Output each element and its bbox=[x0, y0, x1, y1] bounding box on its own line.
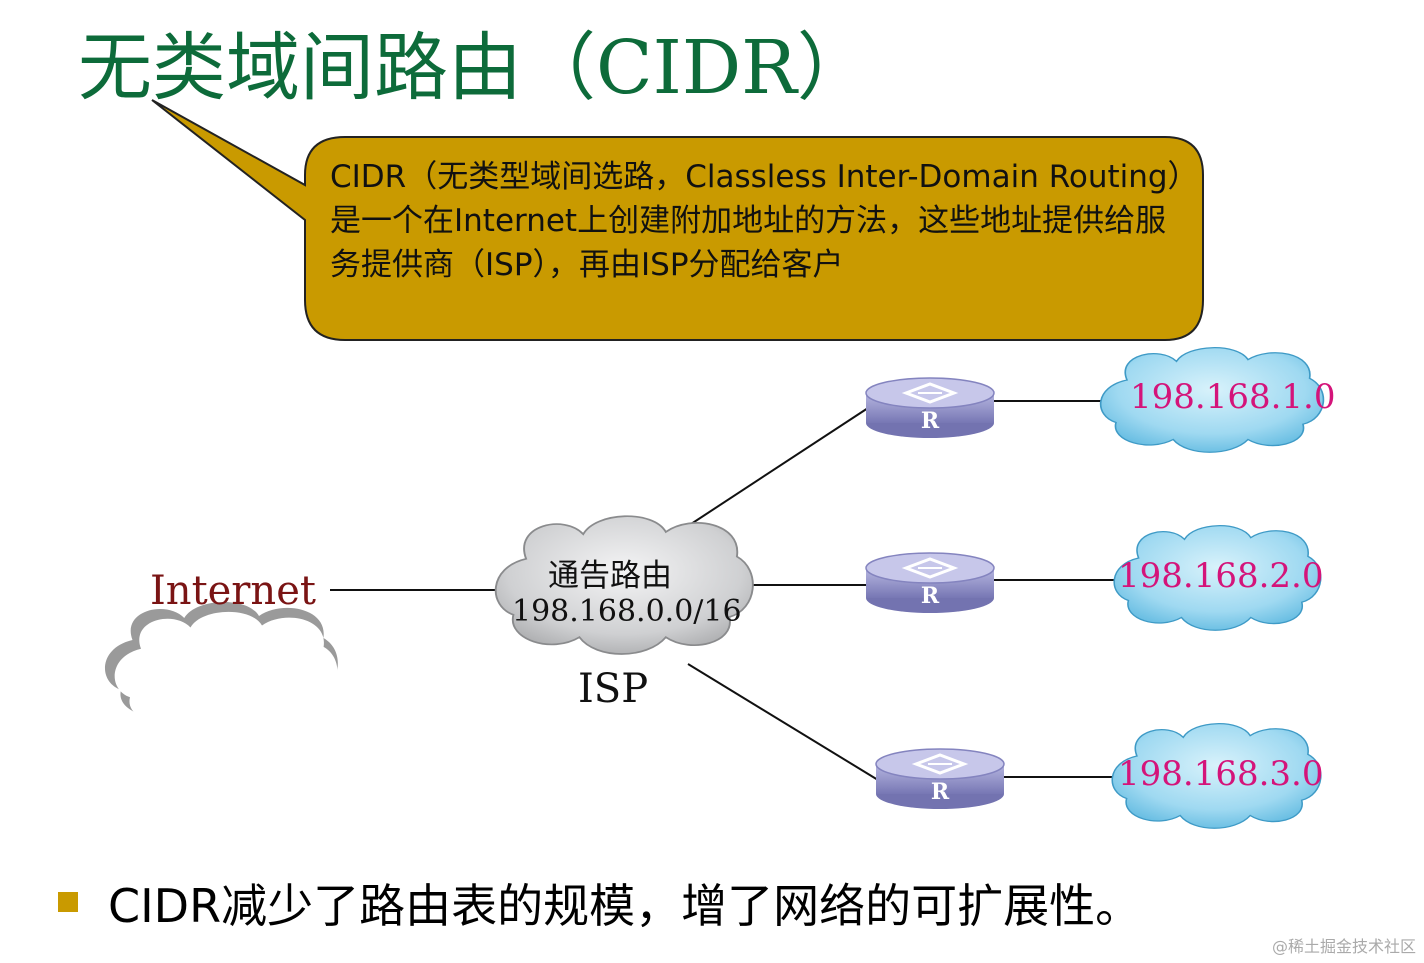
router-mark-1: R bbox=[921, 408, 940, 434]
router-mark-2: R bbox=[921, 583, 940, 609]
callout-balloon bbox=[151, 99, 1204, 341]
bullet-text: CIDR减少了路由表的规模，增了网络的可扩展性。 bbox=[108, 879, 1142, 933]
isp-prefix-label: 198.168.0.0/16 bbox=[512, 594, 742, 629]
router-icon-3: R bbox=[874, 747, 1006, 811]
network-label-2: 198.168.2.0 bbox=[1118, 556, 1324, 596]
router-mark-3: R bbox=[931, 779, 950, 805]
internet-label: Internet bbox=[150, 568, 316, 614]
router-icon-1: R bbox=[864, 376, 996, 440]
links bbox=[330, 400, 1120, 781]
isp-label: ISP bbox=[578, 666, 649, 712]
network-label-1: 198.168.1.0 bbox=[1130, 377, 1336, 417]
watermark: @稀土掘金技术社区 bbox=[1271, 937, 1416, 956]
callout-text: CIDR（无类型域间选路，Classless Inter-Domain Rout… bbox=[330, 159, 1184, 283]
router-icon-2: R bbox=[864, 551, 996, 615]
internet-cloud-icon bbox=[104, 601, 338, 732]
network-label-3: 198.168.3.0 bbox=[1118, 754, 1324, 794]
link-isp-router-3 bbox=[687, 663, 879, 781]
isp-route-label: 通告路由 bbox=[548, 558, 672, 594]
link-isp-router-1 bbox=[687, 407, 869, 527]
square-bullet-icon bbox=[58, 892, 78, 912]
page-title: 无类域间路由（CIDR） bbox=[78, 25, 871, 111]
